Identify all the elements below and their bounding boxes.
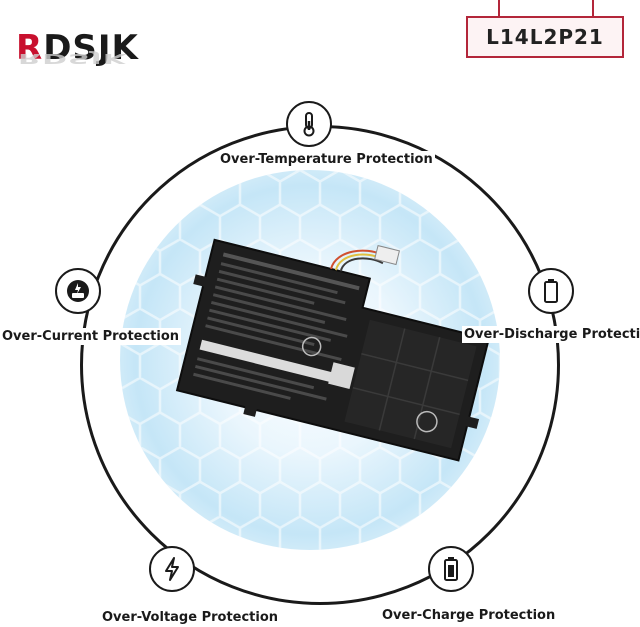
tag-hanger-right: [592, 0, 594, 16]
label-over-discharge: Over-Discharge Protection: [462, 326, 640, 343]
brand-logo: RDSJK RDSJK: [16, 28, 186, 88]
logo-text: RDSJK: [16, 28, 139, 68]
logo-reflection: RDSJK: [18, 50, 128, 66]
battery-full-icon: [428, 546, 474, 592]
battery-low-icon: [528, 268, 574, 314]
thermometer-icon: [286, 101, 332, 147]
tag-hanger-left: [498, 0, 500, 16]
model-code: L14L2P21: [486, 25, 604, 49]
lightning-bolt-icon: [149, 546, 195, 592]
label-over-charge: Over-Charge Protection: [380, 607, 558, 624]
laptop-battery-illustration: [175, 238, 490, 462]
label-over-current: Over-Current Protection: [0, 328, 182, 345]
label-over-voltage: Over-Voltage Protection: [100, 609, 281, 626]
label-over-temperature: Over-Temperature Protection: [218, 151, 435, 168]
model-tag: L14L2P21: [466, 16, 624, 58]
current-meter-icon: [55, 268, 101, 314]
